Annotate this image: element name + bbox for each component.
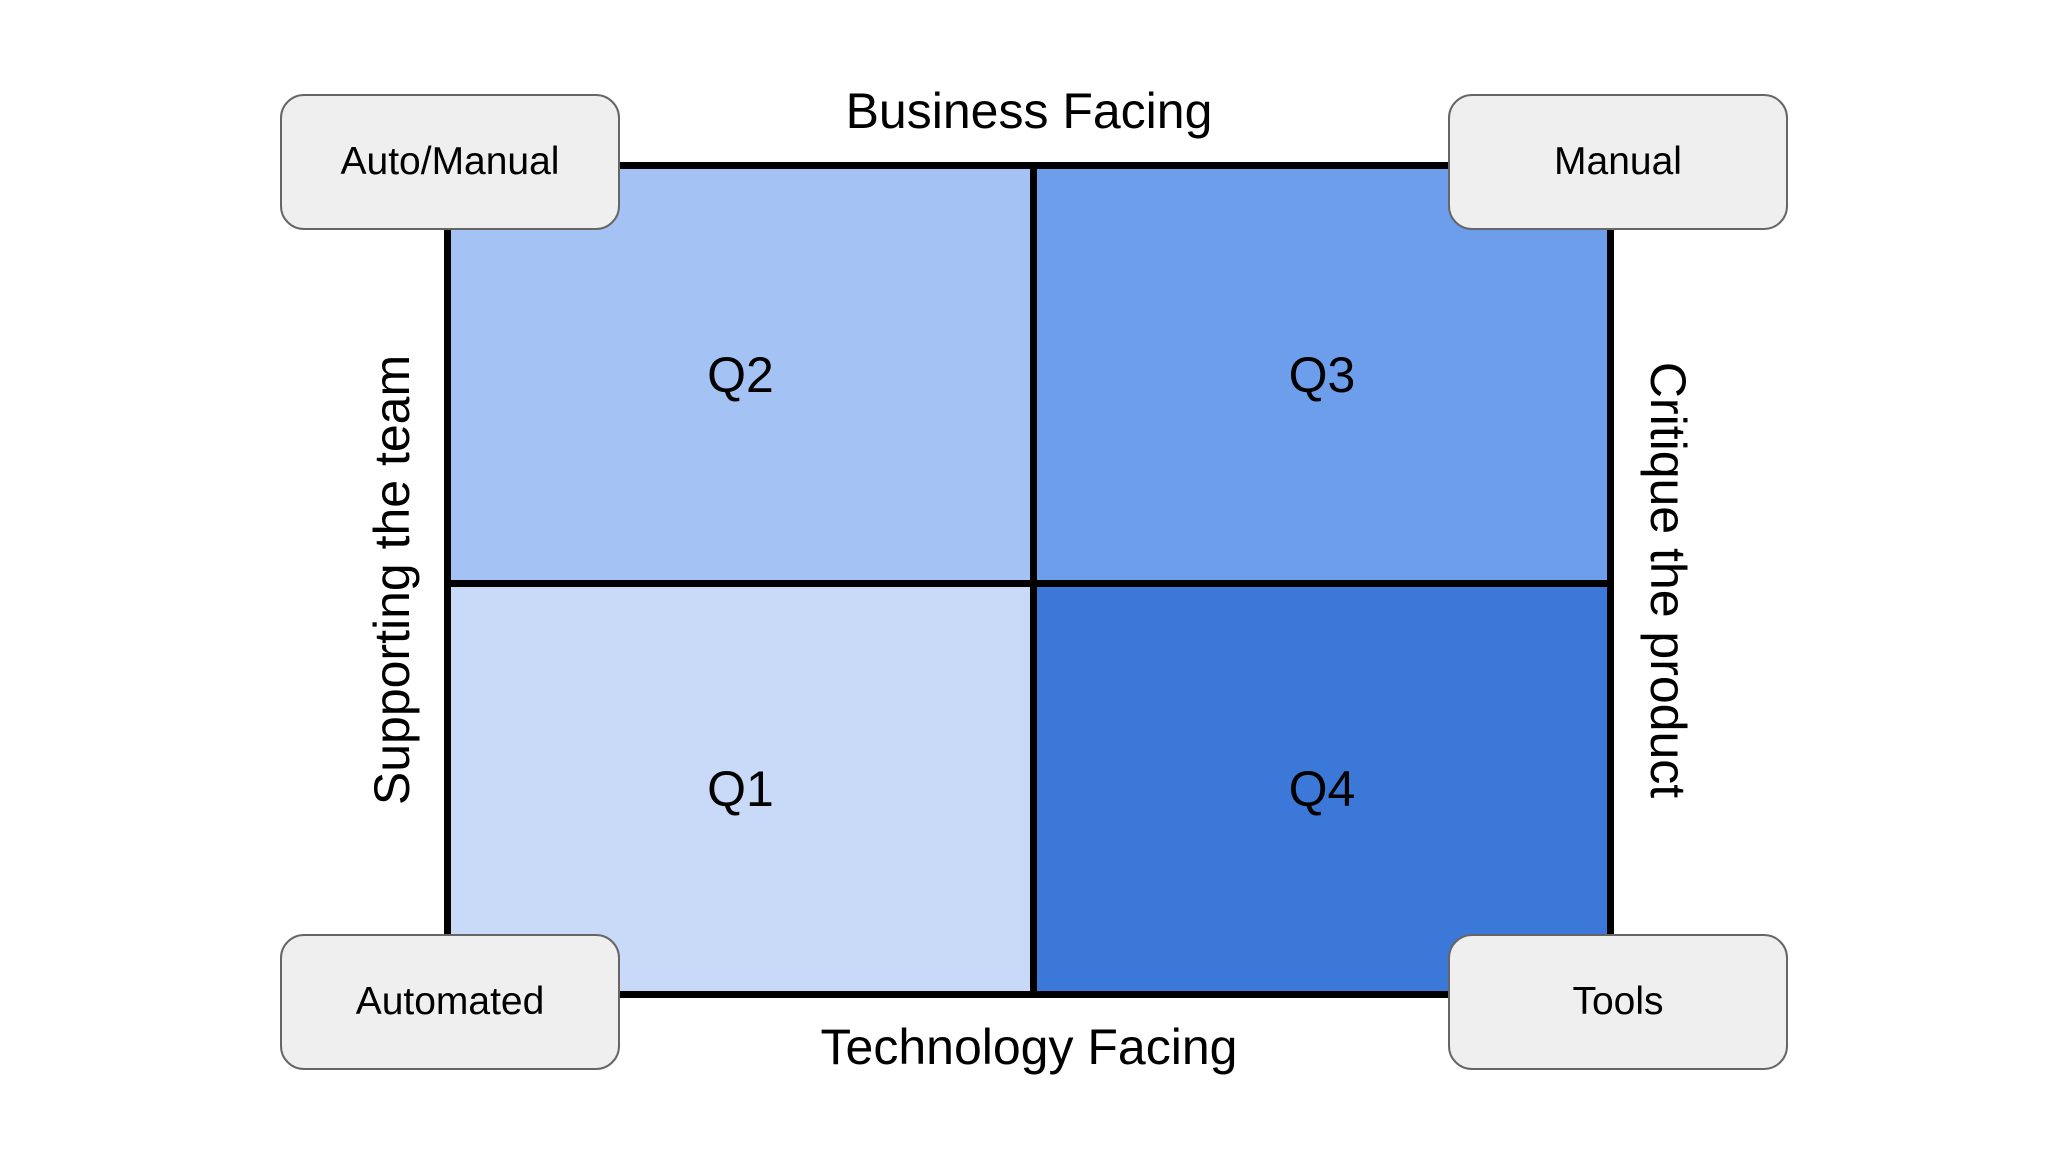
quadrant-q1-label: Q1 (707, 761, 774, 817)
corner-label-top-left: Auto/Manual (340, 140, 560, 183)
corner-box-bottom-right: Tools (1448, 934, 1788, 1070)
quadrant-q2: Q2 (451, 169, 1030, 580)
corner-box-top-right: Manual (1448, 94, 1788, 230)
axis-label-bottom: Technology Facing (820, 1019, 1238, 1075)
corner-box-top-left: Auto/Manual (280, 94, 620, 230)
quadrant-q3: Q3 (1037, 169, 1607, 580)
corner-label-bottom-right: Tools (1572, 980, 1664, 1023)
quadrant-q3-label: Q3 (1288, 346, 1356, 403)
quadrant-q2-label: Q2 (707, 346, 774, 403)
axis-label-top: Business Facing (845, 83, 1213, 139)
horizontal-divider (451, 580, 1607, 587)
axis-label-left: Supporting the team (364, 354, 420, 806)
quadrant-q1: Q1 (451, 587, 1030, 991)
axis-label-right: Critique the product (1640, 361, 1696, 799)
quadrant-q4: Q4 (1037, 587, 1607, 991)
corner-box-bottom-left: Automated (280, 934, 620, 1070)
corner-label-top-right: Manual (1554, 140, 1682, 183)
quadrant-q4-label: Q4 (1288, 761, 1356, 817)
quadrant-grid: Q2 Q3 Q1 Q4 (444, 162, 1614, 998)
corner-label-bottom-left: Automated (355, 980, 545, 1023)
